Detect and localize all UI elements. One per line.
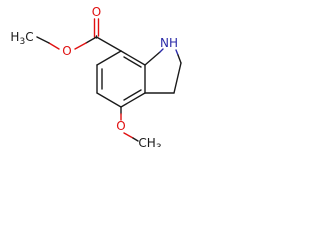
ring-bond-c3a-c4 [96,92,122,108]
ring-inner-double-2 [123,89,142,101]
ester-methyl-subscript: 3 [19,37,25,47]
ester-methyl-c: C [25,30,33,44]
ester-group [36,18,122,52]
nh-label: NH [160,36,178,50]
ester-methyl-h: H [10,30,19,44]
ring-bond-c6-c7 [120,50,146,66]
chemical-structure: O O H3C NH O CH3 [10,5,182,147]
ring-inner-double-1 [123,56,142,68]
methoxy-methyl-subscript: 3 [156,143,162,147]
ester-o-methyl-bond-o [48,42,60,50]
ester-ring-bond [95,36,122,52]
ester-c-o-bond [85,36,98,44]
carbonyl-oxygen-label: O [92,5,101,19]
methoxy-group [120,106,139,142]
ester-methyl-label: H3C [10,30,33,47]
ring5-bond-c7a-n [144,51,161,66]
ring5-bond-n-part [159,48,164,53]
ester-oxygen-label: O [62,44,71,58]
methoxy-methyl-label: CH3 [138,136,161,147]
ring5-bond-c2-c3 [173,62,182,94]
ring-bond-c5-c6 [96,50,122,66]
methoxy-methyl-ch: CH [138,136,155,147]
benzene-ring [96,50,146,108]
ring5-bond-n-c2-part [175,49,179,56]
ester-o-bond [74,42,87,50]
ring5-bond-n-c2 [177,54,182,64]
pyrrolidine-ring [144,48,182,94]
ring-bond-c7a-c3a [120,92,146,108]
ester-o-methyl-bond-c [36,36,50,44]
methoxy-o-methyl-bond-c [132,137,139,142]
methoxy-oxygen-label: O [116,119,125,133]
methoxy-o-methyl-bond-o [123,132,134,139]
